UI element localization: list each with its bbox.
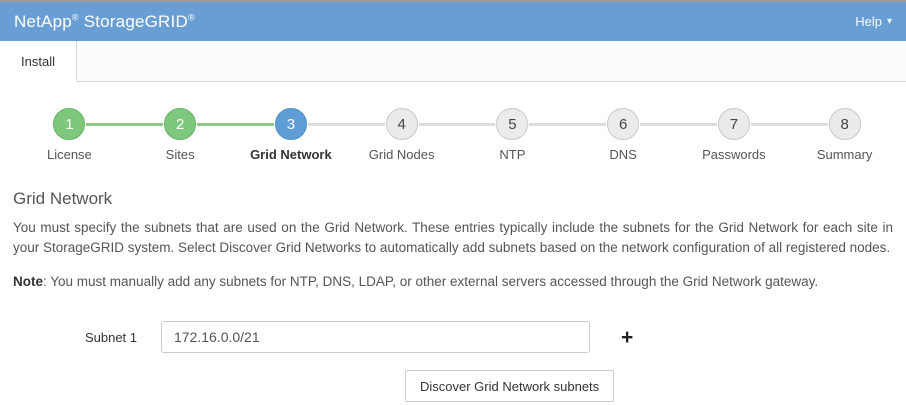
stepper-step-dns: 6 DNS xyxy=(529,108,679,162)
discover-row: Discover Grid Network subnets xyxy=(13,370,893,402)
step-circle-2[interactable]: 2 xyxy=(164,108,197,140)
step-label-grid-network: Grid Network xyxy=(250,147,332,162)
tab-bar: Install xyxy=(0,41,906,82)
main-content: Grid Network You must specify the subnet… xyxy=(0,189,906,402)
window-top-border xyxy=(0,0,906,2)
brand-name: NetApp xyxy=(14,11,72,31)
step-label-grid-nodes: Grid Nodes xyxy=(368,147,435,162)
stepper-step-passwords: 7 Passwords xyxy=(640,108,790,162)
install-stepper: 1 License 2 Sites 3 Grid Network 4 Grid … xyxy=(0,82,906,172)
page-note: Note: You must manually add any subnets … xyxy=(13,272,893,292)
help-label: Help xyxy=(855,14,882,29)
step-circle-6[interactable]: 6 xyxy=(607,108,640,140)
registered-mark-icon: ® xyxy=(71,11,79,22)
discover-subnets-button[interactable]: Discover Grid Network subnets xyxy=(405,370,615,402)
stepper-step-grid-network: 3 Grid Network xyxy=(197,108,347,162)
chevron-down-icon: ▾ xyxy=(886,15,892,27)
add-subnet-button[interactable]: + xyxy=(621,325,634,349)
step-circle-5[interactable]: 5 xyxy=(496,108,529,140)
step-circle-1[interactable]: 1 xyxy=(53,108,86,140)
registered-mark-icon: ® xyxy=(187,11,195,22)
step-label-sites: Sites xyxy=(165,147,195,162)
tab-install[interactable]: Install xyxy=(0,41,77,82)
help-menu[interactable]: Help ▾ xyxy=(855,14,892,29)
step-circle-7[interactable]: 7 xyxy=(717,108,750,140)
note-label: Note xyxy=(13,274,43,289)
app-title: NetApp® StorageGRID® xyxy=(14,12,195,32)
note-text: : You must manually add any subnets for … xyxy=(43,274,819,289)
stepper-step-ntp: 5 NTP xyxy=(418,108,568,162)
stepper-step-license: 1 License xyxy=(14,108,125,162)
page-title: Grid Network xyxy=(13,189,113,208)
app-header: NetApp® StorageGRID® Help ▾ xyxy=(0,2,906,41)
step-label-passwords: Passwords xyxy=(702,147,766,162)
step-label-license: License xyxy=(46,147,92,162)
step-circle-4[interactable]: 4 xyxy=(385,108,418,140)
stepper-step-sites: 2 Sites xyxy=(86,108,236,162)
subnet-label: Subnet 1 xyxy=(84,329,137,345)
subnet-input[interactable] xyxy=(161,321,590,353)
step-circle-3[interactable]: 3 xyxy=(274,108,307,140)
step-label-ntp: NTP xyxy=(499,147,526,162)
stepper-step-summary: 8 Summary xyxy=(750,108,900,162)
page-description: You must specify the subnets that are us… xyxy=(13,220,893,255)
step-label-dns: DNS xyxy=(609,147,637,162)
step-label-summary: Summary xyxy=(816,147,873,162)
stepper-step-grid-nodes: 4 Grid Nodes xyxy=(307,108,457,162)
subnet-form-row: Subnet 1 + xyxy=(13,321,893,353)
product-name: StorageGRID xyxy=(83,11,188,31)
step-circle-8[interactable]: 8 xyxy=(828,108,861,140)
